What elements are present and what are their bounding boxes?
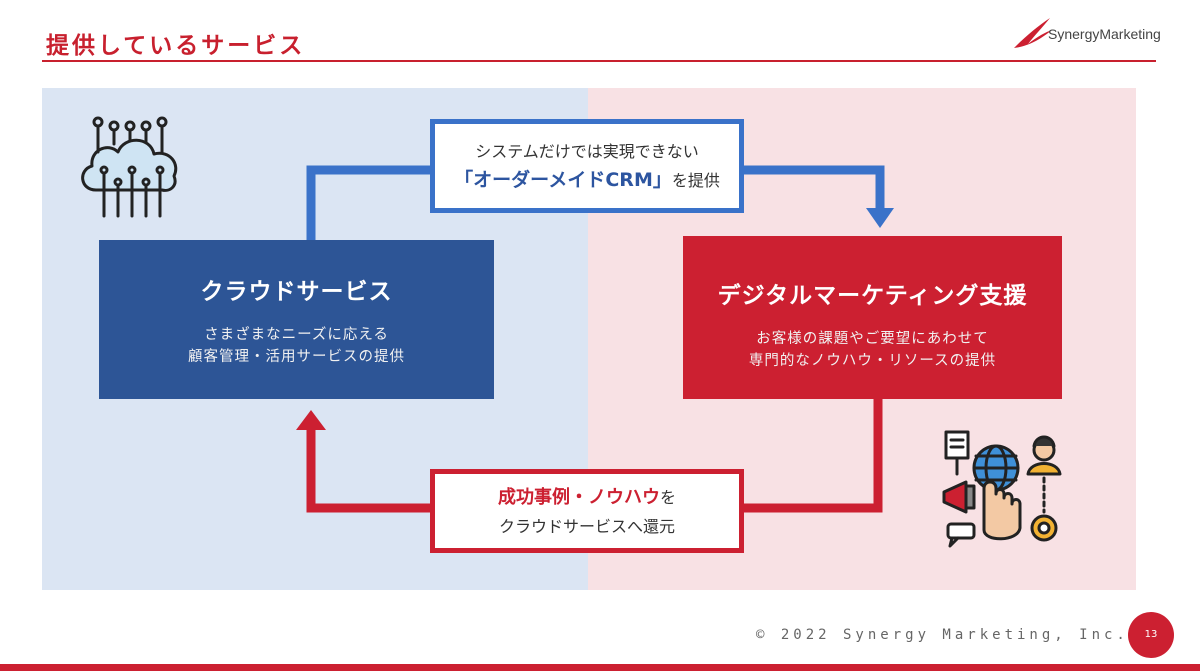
custom-crm-line1: システムだけでは実現できない [475,142,699,161]
header-divider [42,60,1156,62]
page-number: 13 [1144,629,1158,640]
custom-crm-line2: 「オーダーメイドCRM」を提供 [435,166,739,195]
know-how-highlight: 成功事例・ノウハウ [497,487,660,508]
custom-crm-highlight: 「オーダーメイドCRM」 [454,169,672,191]
copyright-text: © 2022 Synergy Marketing, Inc. [756,627,1129,643]
cloud-service-desc-line2: 顧客管理・活用サービスの提供 [188,349,405,365]
digital-marketing-title: デジタルマーケティング支援 [717,283,1028,309]
footer-bar [0,664,1200,671]
know-how-callout: 成功事例・ノウハウを クラウドサービスへ還元 [430,469,744,553]
blue-arrowhead [866,208,894,228]
page-title: 提供しているサービス [46,33,306,59]
digital-marketing-icon [942,430,1062,548]
cloud-service-desc-line1: さまざまなニーズに応える [204,327,389,343]
company-logo-text: SynergyMarketing [1048,26,1161,42]
know-how-suffix: を [659,488,676,507]
cloud-circuit-icon [81,116,178,218]
digital-marketing-box: デジタルマーケティング支援 お客様の課題やご要望にあわせて 専門的なノウハウ・リ… [683,236,1062,399]
know-how-line2: クラウドサービスへ還元 [498,517,675,536]
digital-marketing-description: お客様の課題やご要望にあわせて 専門的なノウハウ・リソースの提供 [683,328,1062,372]
digital-marketing-desc-line1: お客様の課題やご要望にあわせて [756,331,989,347]
know-how-line1: 成功事例・ノウハウを [435,483,739,512]
cloud-service-title: クラウドサービス [200,279,393,305]
cloud-service-box: クラウドサービス さまざまなニーズに応える 顧客管理・活用サービスの提供 [99,240,494,399]
digital-marketing-desc-line2: 専門的なノウハウ・リソースの提供 [748,353,997,369]
synergy-swoosh-icon [1014,18,1052,48]
red-arrowhead [296,410,326,430]
cloud-service-description: さまざまなニーズに応える 顧客管理・活用サービスの提供 [99,324,494,368]
custom-crm-callout: システムだけでは実現できない 「オーダーメイドCRM」を提供 [430,119,744,213]
page-number-badge: 13 [1128,612,1174,658]
custom-crm-suffix: を提供 [671,171,720,190]
